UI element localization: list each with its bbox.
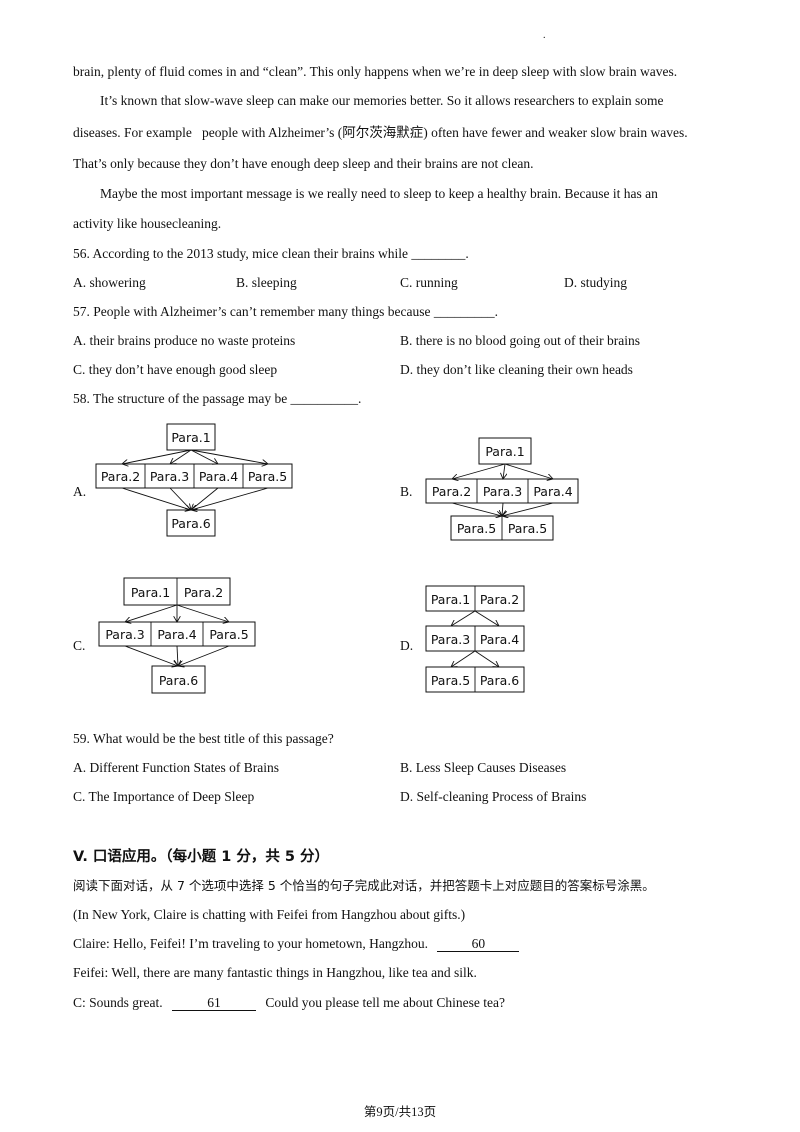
q56-option-b[interactable]: B. sleeping bbox=[236, 275, 297, 290]
diagram-b-text-mid-3: Para.4 bbox=[533, 484, 572, 499]
q57-option-c[interactable]: C. they don’t have enough good sleep bbox=[73, 362, 278, 377]
dialogue-c-text-after: Could you please tell me about Chinese t… bbox=[265, 995, 505, 1010]
dialogue-claire-line: Claire: Hello, Feifei! I’m traveling to … bbox=[73, 935, 520, 953]
diagram-b: Para.1 Para.2 Para.3 Para.4 Para.5 Para.… bbox=[425, 437, 579, 541]
q58-option-a-label[interactable]: A. bbox=[73, 484, 87, 499]
diagram-c-box-bottom bbox=[151, 665, 206, 694]
diagram-b-row-mid bbox=[425, 478, 579, 504]
q56-option-d[interactable]: D. studying bbox=[564, 275, 628, 290]
diagram-b-text-mid-2: Para.3 bbox=[483, 484, 522, 499]
diagram-b-text-mid-1: Para.2 bbox=[432, 484, 471, 499]
diagram-a: Para.1 Para.2 Para.3 Para.4 Para.5 Para.… bbox=[95, 423, 293, 537]
passage-line-4: That’s only because they don’t have enou… bbox=[73, 156, 534, 171]
diagram-b-text-bottom-2: Para.5 bbox=[508, 521, 547, 536]
diagram-a-text-top: Para.1 bbox=[171, 430, 210, 445]
diagram-d-text-top-2: Para.2 bbox=[480, 592, 519, 607]
diagram-c-text-mid-1: Para.3 bbox=[105, 627, 144, 642]
diagram-a-box-bottom bbox=[166, 509, 216, 537]
diagram-a-box-top bbox=[166, 423, 216, 451]
q59-option-d[interactable]: D. Self-cleaning Process of Brains bbox=[400, 789, 587, 804]
q57-option-a[interactable]: A. their brains produce no waste protein… bbox=[73, 333, 296, 348]
passage-line-5: Maybe the most important message is we r… bbox=[100, 186, 658, 201]
diagram-b-box-top bbox=[478, 437, 532, 465]
dialogue-feifei-line: Feifei: Well, there are many fantastic t… bbox=[73, 965, 477, 980]
question-58-stem: 58. The structure of the passage may be … bbox=[73, 391, 362, 406]
diagram-d-text-bottom-2: Para.6 bbox=[480, 673, 519, 688]
diagram-b-text-top: Para.1 bbox=[485, 444, 524, 459]
q59-option-b[interactable]: B. Less Sleep Causes Diseases bbox=[400, 760, 567, 775]
dialogue-claire-text: Claire: Hello, Feifei! I’m traveling to … bbox=[73, 936, 429, 951]
dialogue-c-text-before: C: Sounds great. bbox=[73, 995, 163, 1010]
blank-60[interactable]: 60 bbox=[437, 937, 520, 952]
q59-option-a[interactable]: A. Different Function States of Brains bbox=[73, 760, 279, 775]
section-5-instruction: 阅读下面对话，从 7 个选项中选择 5 个恰当的句子完成此对话，并把答题卡上对应… bbox=[73, 878, 655, 893]
passage-line-6: activity like housecleaning. bbox=[73, 216, 222, 231]
diagram-c-text-bottom: Para.6 bbox=[159, 673, 198, 688]
diagram-a-text-bottom: Para.6 bbox=[171, 516, 210, 531]
q57-option-b[interactable]: B. there is no blood going out of their … bbox=[400, 333, 640, 348]
diagram-d-text-bottom-1: Para.5 bbox=[431, 673, 470, 688]
q56-option-c[interactable]: C. running bbox=[400, 275, 458, 290]
diagram-c-text-mid-3: Para.5 bbox=[209, 627, 248, 642]
diagram-a-text-mid-1: Para.2 bbox=[101, 469, 140, 484]
diagram-a-text-mid-2: Para.3 bbox=[150, 469, 189, 484]
q58-option-b-label[interactable]: B. bbox=[400, 484, 413, 499]
q58-option-c-label[interactable]: C. bbox=[73, 638, 86, 653]
question-59-stem: 59. What would be the best title of this… bbox=[73, 731, 334, 746]
page-footer: 第9页/共13页 bbox=[363, 1105, 437, 1119]
dialogue-c-line: C: Sounds great. 61 Could you please tel… bbox=[73, 994, 505, 1012]
passage-line-1: brain, plenty of fluid comes in and “cle… bbox=[73, 64, 678, 79]
diagram-c-text-top-2: Para.2 bbox=[184, 585, 223, 600]
diagram-a-text-mid-4: Para.5 bbox=[248, 469, 287, 484]
question-56-stem: 56. According to the 2013 study, mice cl… bbox=[73, 246, 469, 261]
section-5-title: V. 口语应用。（每小题 1 分，共 5 分） bbox=[73, 849, 330, 865]
q57-option-d[interactable]: D. they don’t like cleaning their own he… bbox=[400, 362, 633, 377]
diagram-b-text-bottom-1: Para.5 bbox=[457, 521, 496, 536]
diagram-d: Para.1 Para.2 Para.3 Para.4 Para.5 Para.… bbox=[425, 585, 525, 693]
diagram-d-text-mid-1: Para.3 bbox=[431, 632, 470, 647]
q56-option-a[interactable]: A. showering bbox=[73, 275, 146, 290]
diagram-d-text-mid-2: Para.4 bbox=[480, 632, 519, 647]
top-mark: . bbox=[543, 30, 546, 41]
question-57-stem: 57. People with Alzheimer’s can’t rememb… bbox=[73, 304, 499, 319]
passage-line-2: It’s known that slow-wave sleep can make… bbox=[100, 93, 664, 108]
blank-61[interactable]: 61 bbox=[172, 996, 256, 1011]
diagram-c-text-top-1: Para.1 bbox=[131, 585, 170, 600]
q59-option-c[interactable]: C. The Importance of Deep Sleep bbox=[73, 789, 255, 804]
diagram-d-text-top-1: Para.1 bbox=[431, 592, 470, 607]
q58-option-d-label[interactable]: D. bbox=[400, 638, 414, 653]
diagram-c: Para.1 Para.2 Para.3 Para.4 Para.5 Para.… bbox=[98, 577, 256, 694]
dialogue-context: (In New York, Claire is chatting with Fe… bbox=[73, 907, 466, 922]
diagram-c-row-mid bbox=[98, 621, 256, 647]
passage-line-3: diseases. For example people with Alzhei… bbox=[73, 125, 688, 140]
diagram-a-text-mid-3: Para.4 bbox=[199, 469, 238, 484]
diagram-c-text-mid-2: Para.4 bbox=[157, 627, 196, 642]
